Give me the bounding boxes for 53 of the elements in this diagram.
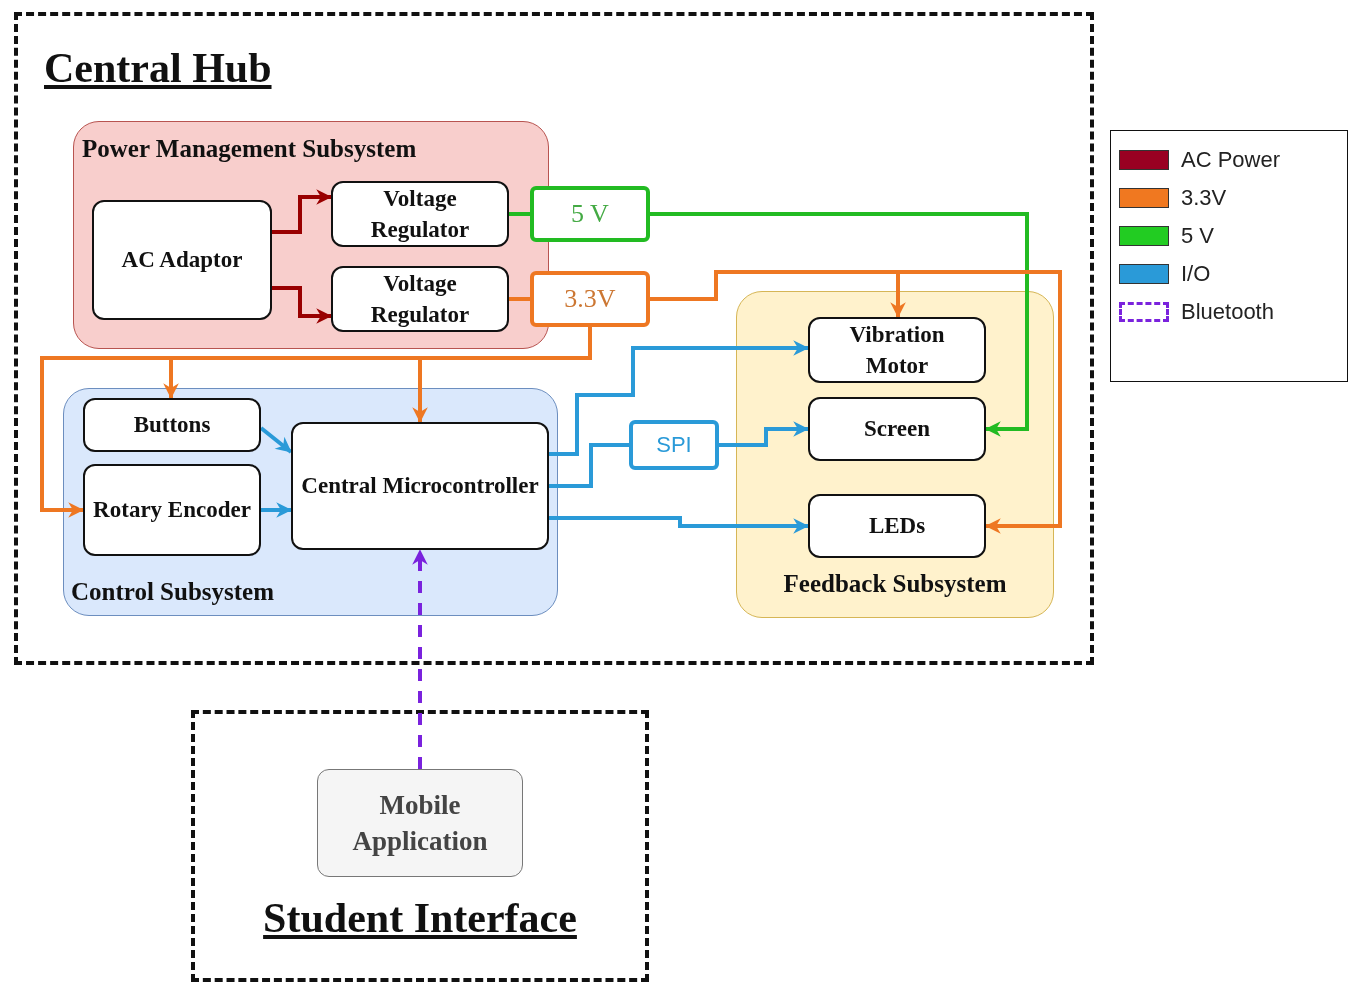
subsystem-title: Power Management Subsystem — [82, 135, 417, 163]
subsystem-title: Control Subsystem — [71, 578, 275, 606]
arrow — [412, 549, 428, 769]
legend-label: 5 V — [1181, 223, 1215, 249]
connector-line — [509, 297, 530, 301]
box-label: Voltage Regulator — [369, 184, 471, 244]
arrow — [259, 426, 293, 454]
dashed-boundary — [14, 12, 1094, 665]
arrow — [549, 516, 809, 534]
legend-label: 3.3V — [1181, 185, 1227, 211]
connector-line — [509, 212, 530, 216]
tag-label: 5 V — [571, 199, 609, 229]
signal-tag — [530, 186, 650, 242]
arrow — [261, 502, 292, 518]
box-label: AC Adaptor — [121, 246, 243, 275]
legend-label: Bluetooth — [1181, 299, 1274, 325]
subsystem-panel — [73, 121, 549, 349]
component-box — [331, 181, 509, 247]
tag-label: 3.3V — [564, 284, 616, 314]
tag-label: SPI — [656, 432, 692, 458]
arrow — [719, 421, 809, 447]
dashed-boundary — [191, 710, 649, 982]
legend-label: I/O — [1181, 261, 1211, 287]
box-label: Central Microcontroller — [301, 472, 539, 501]
arrow — [549, 340, 809, 456]
component-box — [83, 398, 261, 452]
connector-line — [549, 443, 629, 488]
box-label: Vibration Motor — [848, 320, 946, 380]
component-box — [808, 317, 986, 383]
component-box — [291, 422, 549, 550]
arrow — [272, 189, 332, 234]
subsystem-panel — [736, 291, 1054, 618]
arrow — [272, 286, 332, 324]
section-title: Central Hub — [44, 44, 272, 92]
component-box — [317, 769, 523, 877]
box-label: Rotary Encoder — [93, 496, 251, 525]
component-box — [808, 397, 986, 461]
signal-tag — [629, 420, 719, 470]
box-label: LEDs — [868, 512, 926, 541]
legend-label: AC Power — [1181, 147, 1281, 173]
signal-tag — [530, 271, 650, 327]
section-title: Student Interface — [263, 894, 577, 942]
box-label: Buttons — [133, 411, 211, 440]
component-box — [92, 200, 272, 320]
arrow — [650, 212, 1029, 437]
box-label: Mobile Application — [351, 788, 489, 858]
subsystem-panel — [63, 388, 558, 616]
box-label: Screen — [864, 415, 930, 444]
component-box — [83, 464, 261, 556]
component-box — [331, 266, 509, 332]
component-box — [808, 494, 986, 558]
subsystem-title: Feedback Subsystem — [783, 570, 1007, 598]
box-label: Voltage Regulator — [369, 269, 471, 329]
